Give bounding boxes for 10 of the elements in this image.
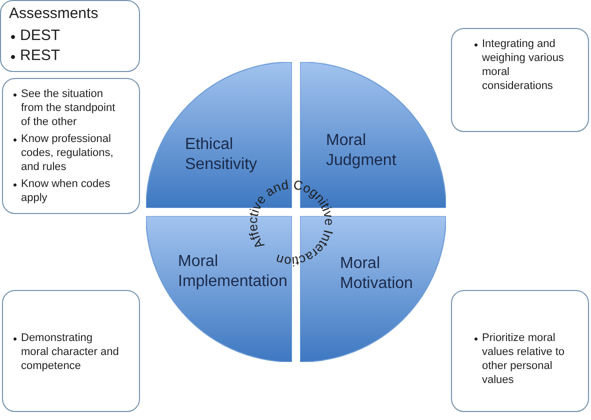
callout-box (451, 290, 589, 412)
quadrant-label: Ethical Sensitivity (185, 135, 258, 175)
box-heading: Assessments (9, 4, 98, 24)
callout-box (0, 0, 140, 72)
callout-box (451, 28, 589, 132)
quadrant-label: Moral Judgment (326, 131, 398, 171)
callout-box (2, 290, 140, 412)
callout-box (2, 78, 140, 214)
quadrant-label: Moral Motivation (340, 254, 414, 294)
bullet-point: Demonstrating moral character and competence (11, 331, 121, 373)
